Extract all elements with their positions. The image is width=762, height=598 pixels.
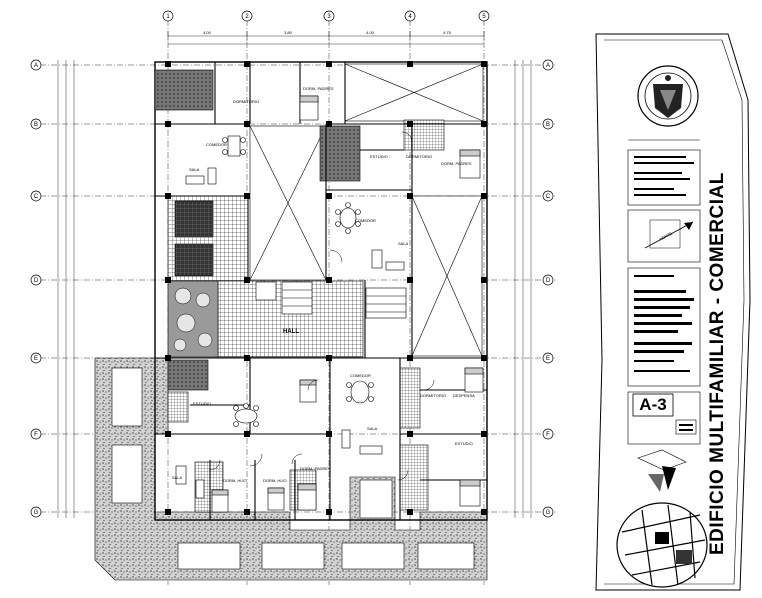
svg-text:D: D: [546, 278, 551, 284]
dining-table-mid: [335, 202, 361, 234]
svg-text:F: F: [546, 432, 550, 438]
light-wells: [249, 63, 484, 357]
sheet-code: A-3: [639, 395, 667, 414]
axis-marker-4: 4: [404, 10, 416, 22]
room-despensa-low: DESPENSA: [453, 393, 475, 398]
university-seal-icon: [637, 65, 699, 127]
title-block: NORTE: [595, 33, 751, 591]
axis-marker-1: 1: [162, 10, 174, 22]
room-dorm-padres-mid: DORM. PADRES: [441, 161, 472, 166]
dining-table-low-left: [233, 403, 259, 427]
svg-text:G: G: [34, 510, 39, 516]
svg-text:NORTE: NORTE: [658, 231, 673, 242]
room-estudio-left: ESTUDIO: [193, 401, 211, 406]
svg-text:F: F: [34, 432, 38, 438]
room-hall: HALL: [283, 329, 299, 335]
room-dorm-padres-low: DORM. PADRES: [300, 466, 331, 471]
title-info-rows: [627, 149, 701, 445]
svg-text:A: A: [546, 63, 550, 69]
row-axis-markers-right: A B C D E F G: [542, 59, 554, 518]
location-map-icon: [616, 502, 708, 588]
svg-text:B: B: [546, 122, 550, 128]
dim-4-5: 4.75: [443, 30, 452, 35]
axis-marker-5: 5: [478, 10, 490, 22]
svg-text:4: 4: [408, 14, 412, 20]
room-dormitorio-low: DORMITORIO: [420, 393, 446, 398]
dim-2-3: 3.80: [284, 30, 293, 35]
svg-text:5: 5: [482, 14, 486, 20]
svg-text:E: E: [34, 356, 38, 362]
svg-text:B: B: [34, 122, 38, 128]
room-dorm-hijo-1: DORM. HIJO: [223, 478, 247, 483]
room-comedor-low: COMEDOR: [350, 373, 371, 378]
sheet-code-box: [632, 393, 674, 417]
dining-table-top: [222, 135, 246, 157]
svg-text:C: C: [34, 194, 39, 200]
svg-text:G: G: [546, 510, 551, 516]
room-dormitorio-mid: DORMITORIO: [406, 154, 432, 159]
garden-patio: [167, 280, 219, 358]
axis-marker-3: 3: [323, 10, 335, 22]
parking-spaces: [111, 367, 475, 570]
side-dimension-lines: [57, 60, 532, 518]
project-title-text: EDIFICIO MULTIFAMILIAR - COMERCIAL: [707, 172, 728, 555]
room-comedor-mid: COMEDOR: [355, 218, 376, 223]
svg-text:A: A: [34, 63, 38, 69]
room-estudio-low: ESTUDIO: [455, 441, 473, 446]
sofas: [175, 167, 405, 499]
room-sala-left: SALA: [172, 475, 183, 480]
door-swings: [209, 131, 435, 481]
north-arrow-icon: NORTE: [644, 219, 694, 249]
building-footprint: [154, 61, 488, 521]
beds: [211, 95, 484, 513]
dim-1-2: 4.00: [203, 30, 212, 35]
room-comedor-top: COMEDOR: [206, 142, 227, 147]
room-sala-low: SALA: [367, 426, 378, 431]
tiled-floors: [154, 69, 445, 513]
svg-text:E: E: [546, 356, 550, 362]
column-axis-markers: 1 2 3 4 5: [162, 10, 490, 22]
compass-rose-icon: [637, 449, 687, 492]
room-estudio-mid: ESTUDIO: [370, 154, 388, 159]
svg-text:D: D: [34, 278, 39, 284]
stair-core: [255, 281, 407, 319]
room-dorm-padres-top: DORM. PADRES: [303, 86, 334, 91]
room-sala-top: SALA: [189, 167, 200, 172]
room-sala-mid: SALA: [398, 241, 409, 246]
svg-text:3: 3: [327, 14, 331, 20]
dining-table-low-right: [346, 380, 374, 404]
row-axis-markers-left: A B C D E F G: [30, 59, 42, 518]
svg-text:C: C: [546, 194, 551, 200]
svg-text:2: 2: [245, 14, 249, 20]
room-dorm-hijo-2: DORM. HIJO: [263, 478, 287, 483]
dim-3-4: 4.00: [366, 30, 375, 35]
axis-marker-2: 2: [241, 10, 253, 22]
room-labels: COMEDOR SALA DORMITORIO DORM. PADRES EST…: [172, 86, 475, 483]
structural-columns: [165, 61, 487, 515]
top-dimension-line: [167, 31, 485, 45]
room-dormitorio-top: DORMITORIO: [233, 99, 259, 104]
svg-text:1: 1: [166, 14, 170, 20]
